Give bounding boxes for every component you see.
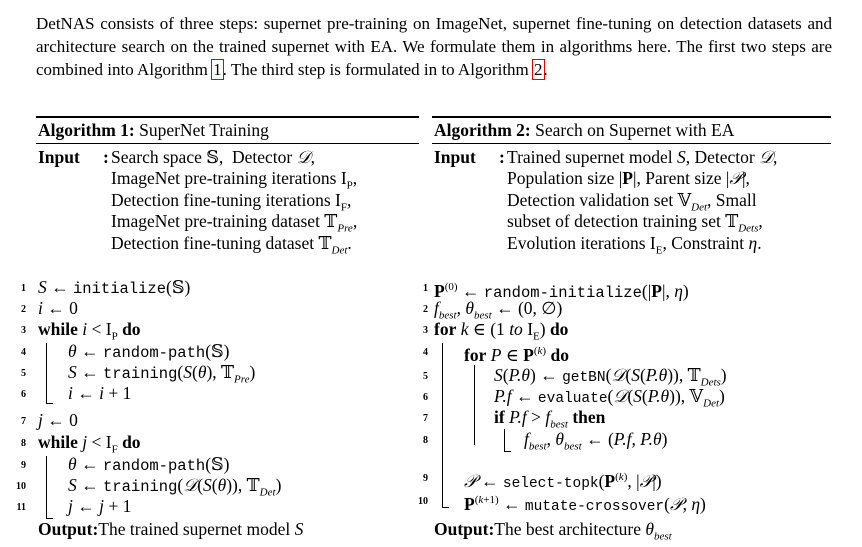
algorithm-1-body: Input : Search space 𝕊, Detector 𝒟, Imag…	[16, 144, 419, 539]
algorithm-2-title-rule	[432, 142, 831, 144]
algorithm-2-title-label: Algorithm 2:	[434, 119, 531, 140]
line-number: 9	[21, 459, 26, 471]
line-number: 4	[21, 346, 26, 358]
algorithm-2-input-label: Input	[434, 146, 476, 167]
line-number: 1	[423, 282, 428, 294]
intro-text-1: DetNAS consists of three steps: supernet…	[36, 14, 832, 79]
algorithm-1-reference-link[interactable]: 1	[211, 59, 224, 80]
algorithm-2-input-line: Population size |P|, Parent size |𝒫|,	[507, 168, 750, 189]
algorithm-2-top-rule	[432, 116, 831, 118]
loop-bracket-foot	[46, 402, 53, 404]
algorithm-2-output: Output:The best architecture θbest	[434, 518, 672, 543]
line-number: 6	[423, 391, 428, 403]
loop-bracket	[442, 460, 443, 507]
loop-bracket-foot	[442, 506, 449, 508]
line-number: 2	[423, 303, 428, 315]
algorithm-1-title: Algorithm 1: SuperNet Training	[36, 118, 419, 143]
algorithm-1-line-1: S ← initialize(𝕊)	[38, 276, 191, 298]
algorithm-2-box: Algorithm 2: Search on Supernet with EA …	[418, 116, 831, 543]
algorithm-1-input-line: Detection fine-tuning dataset 𝕋Det.	[111, 232, 352, 257]
algorithm-2-line-8: fbest, θbest ← (P.f, P.θ)	[524, 428, 668, 453]
algorithm-1-line-7: j ← 0	[38, 409, 78, 430]
algorithm-1-input-line: ImageNet pre-training iterations IP,	[111, 168, 358, 192]
algorithm-2-output-label: Output	[434, 518, 489, 539]
algorithm-1-line-9: θ ← random-path(𝕊)	[68, 453, 230, 475]
intro-text-3: .	[543, 60, 548, 79]
algorithm-1-title-text: SuperNet Training	[134, 119, 269, 140]
algorithm-2-title-text: Search on Supernet with EA	[530, 119, 735, 140]
algorithm-1-line-10: S ← training(𝒟(S(θ)), 𝕋Det)	[68, 474, 282, 499]
algorithm-2-body: Input : Trained supernet model S, Detect…	[418, 144, 831, 543]
algorithm-2-input-line: Trained supernet model S, Detector 𝒟,	[507, 146, 778, 167]
algorithm-2-line-2: fbest, θbest ← (0, ∅)	[434, 297, 563, 322]
line-number: 7	[423, 412, 428, 424]
algorithm-2-line-3: for k ∈ (1 to IE) do	[434, 318, 569, 343]
algorithm-2-title: Algorithm 2: Search on Supernet with EA	[432, 118, 831, 143]
line-number: 2	[21, 303, 26, 315]
line-number: 4	[423, 346, 428, 358]
line-number: 3	[423, 324, 428, 336]
algorithm-1-input-line: Detection fine-tuning iterations IF,	[111, 189, 352, 214]
algorithm-1-input-line: Search space 𝕊, Detector 𝒟,	[111, 146, 315, 167]
algorithm-2-reference-link[interactable]: 2	[532, 59, 545, 80]
algorithm-1-input-lines: Search space 𝕊, Detector 𝒟, ImageNet pre…	[111, 146, 358, 257]
algorithm-1-output-label: Output	[38, 518, 93, 539]
loop-bracket	[442, 342, 443, 461]
algorithm-1-line-6: i ← i + 1	[68, 382, 132, 403]
algorithm-2-input-colon: :	[499, 146, 505, 167]
algorithm-1-line-2: i ← 0	[38, 297, 78, 318]
algorithm-1-title-label: Algorithm 1:	[38, 119, 135, 140]
algorithm-1-box: Algorithm 1: SuperNet Training Input : S…	[16, 116, 419, 539]
line-number: 8	[423, 434, 428, 446]
algorithm-1-input-line: ImageNet pre-training dataset 𝕋Pre,	[111, 211, 358, 235]
algorithm-2-input-line: Detection validation set 𝕍Det, Small	[507, 189, 757, 214]
algorithm-1-output: Output:The trained supernet model S	[38, 518, 304, 539]
algorithm-1-top-rule	[36, 116, 419, 118]
line-number: 8	[21, 437, 26, 449]
algorithm-1-line-8: while j < IF do	[38, 431, 141, 456]
if-bracket	[504, 428, 505, 451]
algorithm-2-input-line: Evolution iterations IE, Constraint η.	[507, 232, 762, 257]
algorithm-1-line-3: while i < IP do	[38, 318, 141, 343]
if-bracket-foot	[504, 450, 511, 452]
algorithm-2-line-9: 𝒫 ← select-topk(P(k), |𝒫|)	[464, 470, 662, 492]
line-number: 3	[21, 324, 26, 336]
intro-paragraph: DetNAS consists of three steps: supernet…	[36, 12, 832, 81]
line-number: 7	[21, 415, 26, 427]
line-number: 5	[21, 367, 26, 379]
algorithm-1-line-11: j ← j + 1	[68, 495, 132, 516]
line-number: 5	[423, 370, 428, 382]
algorithm-1-input-colon: :	[103, 146, 109, 167]
algorithm-2-line-7: if P.f > fbest then	[494, 406, 606, 431]
algorithm-1-line-4: θ ← random-path(𝕊)	[68, 340, 230, 362]
loop-bracket-foot	[46, 517, 53, 519]
line-number: 6	[21, 388, 26, 400]
algorithm-1-input-label: Input	[38, 146, 80, 167]
algorithm-2-line-4: for P ∈ P(k) do	[464, 344, 569, 365]
intro-text-2: . The third step is formulated in to Alg…	[222, 60, 534, 79]
algorithm-2-line-10: P(k+1) ← mutate-crossover(𝒫, η)	[464, 493, 706, 515]
algorithm-2-input-lines: Trained supernet model S, Detector 𝒟, Po…	[507, 146, 778, 257]
algorithm-2-line-5: S(P.θ) ← getBN(𝒟(S(P.θ)), 𝕋Dets)	[494, 364, 727, 389]
line-number: 10	[16, 480, 26, 492]
line-number: 9	[423, 472, 428, 484]
line-number: 1	[21, 282, 26, 294]
loop-bracket	[474, 364, 475, 445]
algorithm-1-line-5: S ← training(S(θ), 𝕋Pre)	[68, 361, 256, 386]
algorithm-2-line-6: P.f ← evaluate(𝒟(S(P.θ)), 𝕍Det)	[494, 385, 725, 410]
algorithm-2-line-1: P(0) ← random-initialize(|P|, η)	[434, 280, 689, 302]
line-number: 11	[16, 501, 26, 513]
algorithm-2-input-line: subset of detection training set 𝕋Dets,	[507, 211, 763, 235]
loop-bracket	[46, 455, 47, 518]
algorithm-1-title-rule	[36, 142, 419, 144]
line-number: 10	[418, 495, 428, 507]
loop-bracket	[46, 342, 47, 403]
